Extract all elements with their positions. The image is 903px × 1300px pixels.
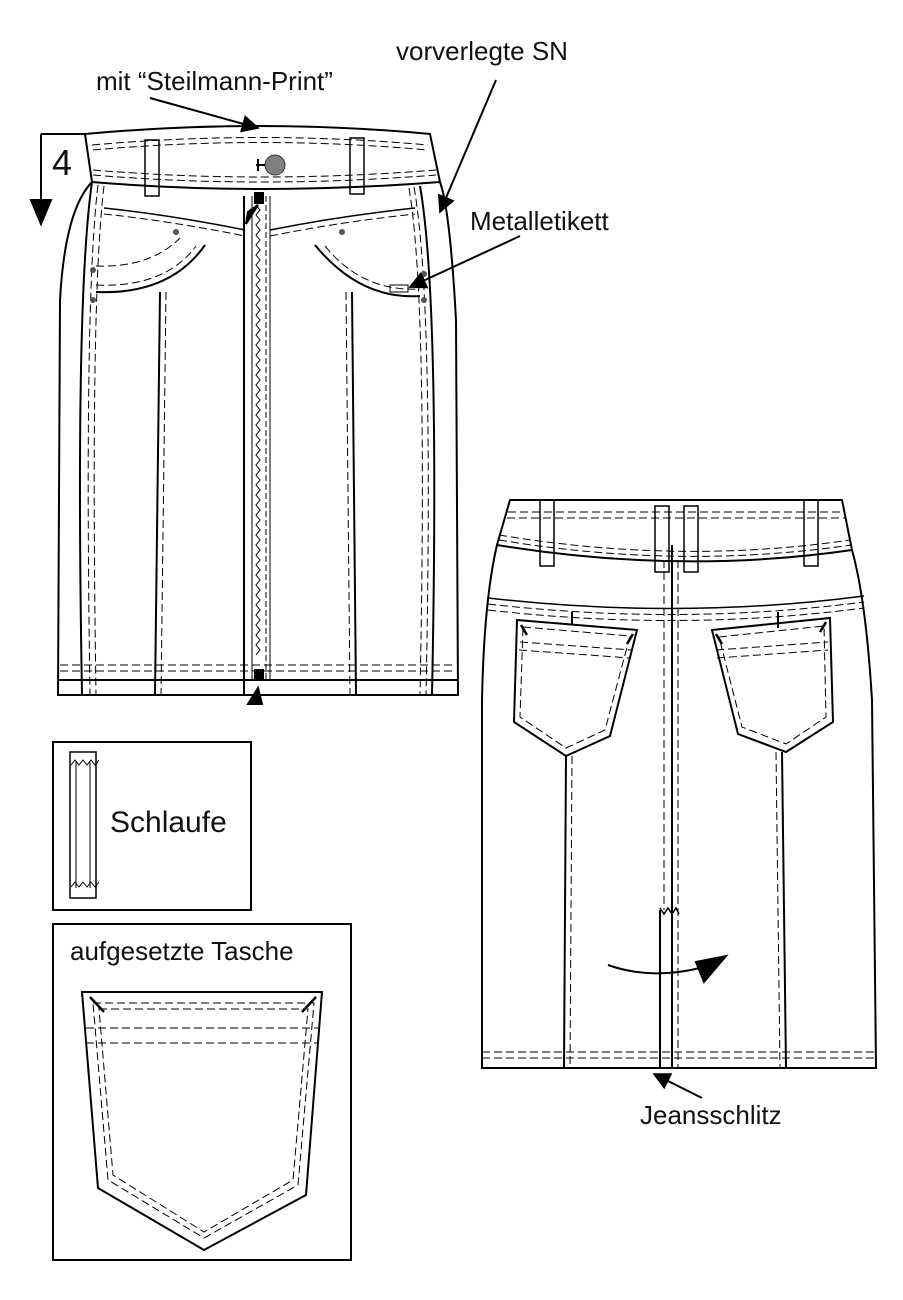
- skirt-back-view: [481, 499, 878, 1099]
- seam-arrow: [438, 79, 497, 214]
- back-waistband: [495, 499, 854, 563]
- front-left-pocket: [95, 244, 206, 294]
- slit-pointer-arrow: [652, 1073, 703, 1099]
- front-right-pocket: [314, 244, 421, 298]
- patch-pocket: [80, 991, 324, 1252]
- belt-loop-detail: [69, 751, 97, 899]
- annotation-arrows: [149, 79, 521, 289]
- metal-label-callout: Metalletikett: [470, 206, 609, 236]
- front-waistband: [83, 125, 442, 190]
- slit-direction-arrow: [607, 964, 701, 975]
- slit-label: Jeansschlitz: [640, 1100, 782, 1130]
- loop-label: Schlaufe: [110, 806, 227, 839]
- back-right-pocket: [710, 616, 835, 754]
- back-left-pocket: [512, 618, 639, 758]
- zipper-teeth: [255, 204, 261, 656]
- button-icon: [256, 154, 286, 176]
- skirt-front-view: [56, 125, 460, 705]
- loop-detail-box: [52, 741, 252, 911]
- measurement-number: 4: [52, 142, 73, 183]
- label-arrow: [408, 235, 521, 289]
- measurement-arrow: [29, 133, 85, 227]
- print-label: mit “Steilmann-Print”: [96, 66, 333, 96]
- back-body-outline: [481, 544, 878, 1069]
- print-arrow: [149, 97, 260, 133]
- seam-label: vorverlegte SN: [396, 36, 568, 66]
- pocket-label: aufgesetzte Tasche: [70, 936, 294, 966]
- pocket-detail-box: [52, 923, 352, 1261]
